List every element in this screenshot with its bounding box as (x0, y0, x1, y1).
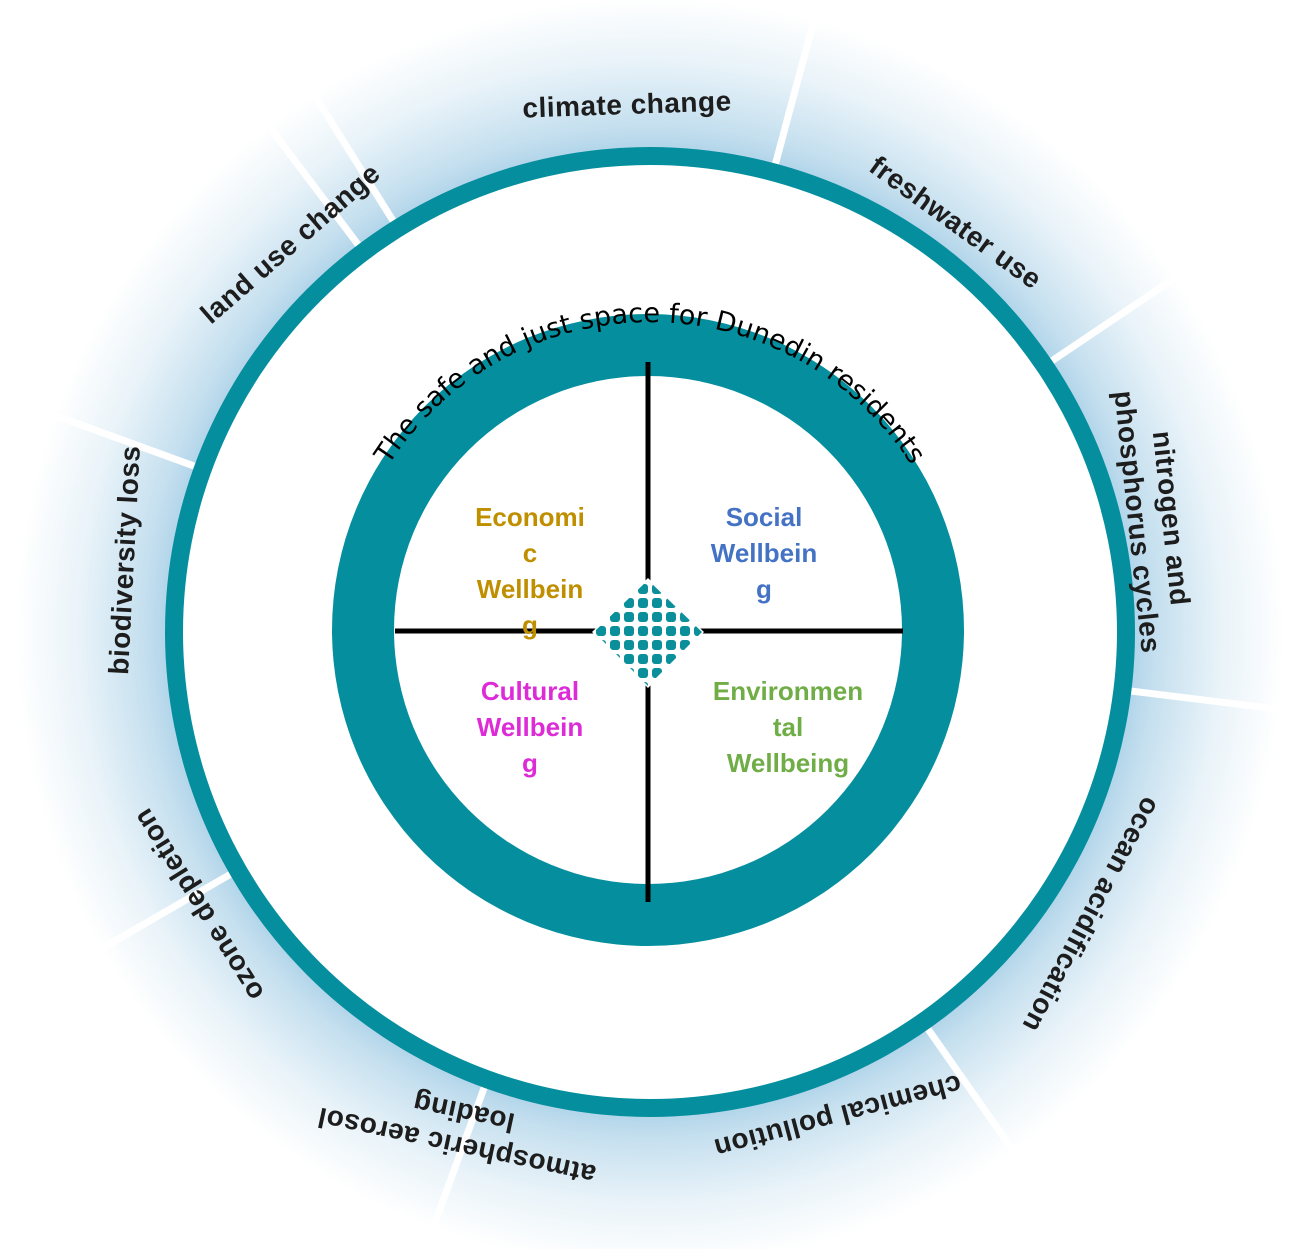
boundary-separator (47, 409, 201, 472)
logo-tile (666, 640, 676, 650)
logo-tile (652, 626, 662, 636)
wellbeing-label-line: tal (773, 712, 803, 742)
boundary-separators (47, 12, 1286, 1235)
boundary-separator (93, 868, 237, 956)
logo-tile (652, 612, 662, 622)
logo-tile (638, 626, 648, 636)
logo-tile (596, 626, 606, 636)
boundary-separator (1125, 687, 1286, 714)
boundary-separator (262, 118, 364, 251)
logo-tile (610, 640, 620, 650)
logo-tile (638, 598, 648, 608)
logo-tile (624, 612, 634, 622)
wellbeing-label-line: Cultural (481, 676, 579, 706)
wellbeing-label-line: c (523, 538, 537, 568)
logo-tile (666, 612, 676, 622)
wellbeing-label-line: Environmen (713, 676, 863, 706)
logo-tile (624, 626, 634, 636)
wellbeing-label-line: Social (726, 502, 803, 532)
logo-tile (680, 626, 690, 636)
wellbeing-label-line: g (522, 610, 538, 640)
logo-tile (624, 640, 634, 650)
wellbeing-label-line: g (522, 748, 538, 778)
logo-tile (652, 598, 662, 608)
boundary-label-climate-change: climate change (522, 85, 732, 123)
logo-tile (610, 626, 620, 636)
wellbeing-label-line: Wellbein (711, 538, 817, 568)
boundary-label-line: climate change (522, 85, 732, 123)
boundary-separator (427, 1081, 490, 1235)
logo-tile (624, 654, 634, 664)
logo-tile (638, 612, 648, 622)
logo-tile (652, 640, 662, 650)
logo-tile (610, 612, 620, 622)
logo-tile (638, 640, 648, 650)
logo-tile (638, 668, 648, 678)
logo-tile (638, 654, 648, 664)
boundary-separator (307, 87, 399, 227)
logo-tile (666, 626, 676, 636)
wellbeing-label-line: Wellbein (477, 574, 583, 604)
logo-tile (652, 654, 662, 664)
boundary-separator (922, 1023, 1020, 1159)
wellbeing-label-line: g (756, 574, 772, 604)
wellbeing-label-line: Wellbein (477, 712, 583, 742)
wellbeing-label-line: Economi (475, 502, 585, 532)
boundary-separator (1045, 271, 1183, 367)
wellbeing-label-line: Wellbeing (727, 748, 849, 778)
boundary-separator (770, 12, 820, 170)
